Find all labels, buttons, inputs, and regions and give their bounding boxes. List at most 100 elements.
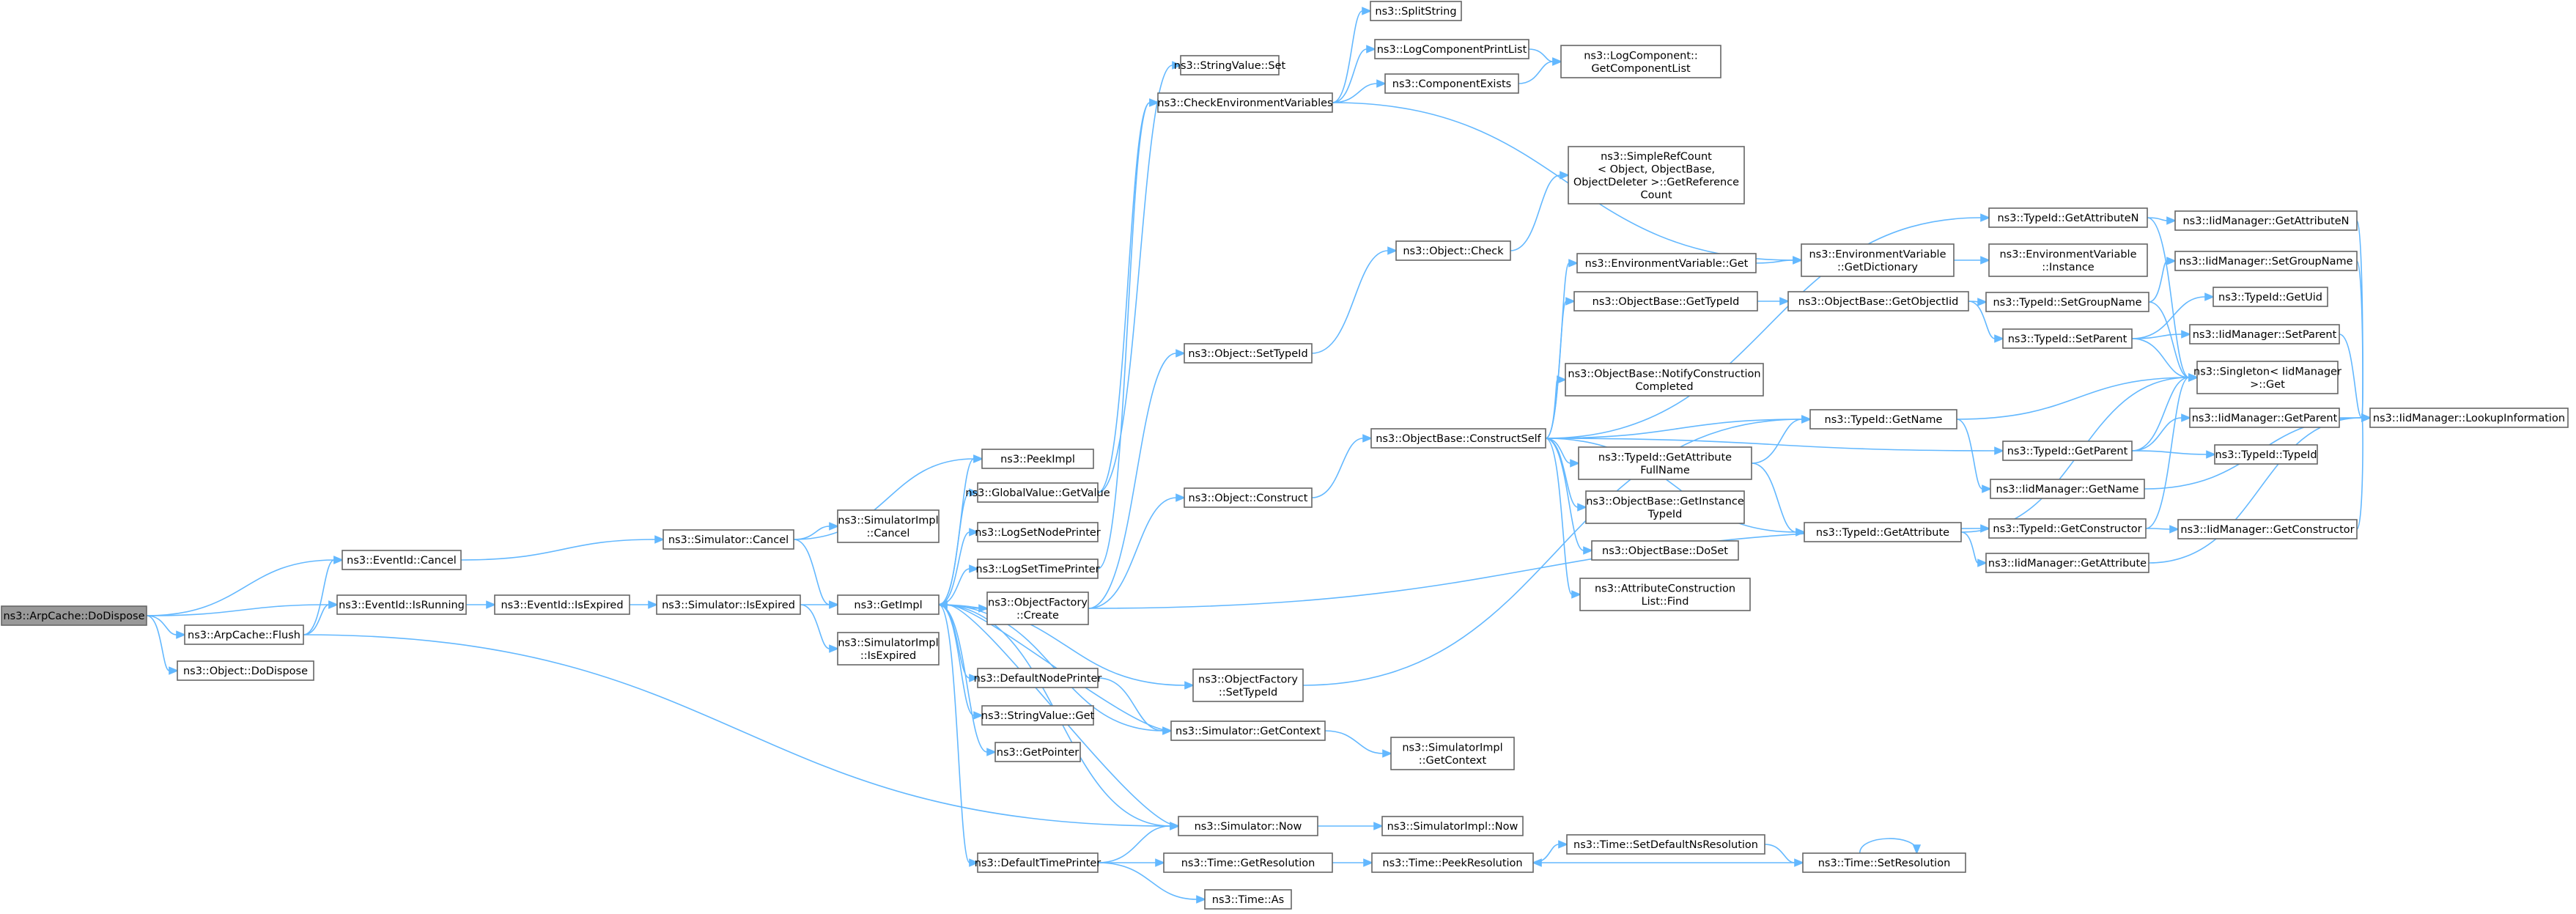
node-singleton-get[interactable]: ns3::Singleton< IidManager>::Get: [2193, 361, 2341, 394]
node-simimpl-cancel[interactable]: ns3::SimulatorImpl::Cancel: [837, 509, 940, 543]
node-simplerefcount[interactable]: ns3::SimpleRefCount< Object, ObjectBase,…: [1568, 146, 1745, 204]
edge-objectbase-constructself-to-typeid-getparent: [1545, 438, 2005, 455]
node-box: [2213, 287, 2328, 307]
edge-line: [938, 604, 970, 863]
node-typeid-getname[interactable]: ns3::TypeId::GetName: [1809, 409, 1957, 430]
node-typeid-getparent[interactable]: ns3::TypeId::GetParent: [2002, 441, 2133, 461]
edge-objectbase-constructself-to-typeid-getattributen: [1545, 213, 1991, 439]
node-typeid-setgroupname[interactable]: ns3::TypeId::SetGroupName: [1985, 292, 2149, 312]
node-iid-getname[interactable]: ns3::IidManager::GetName: [1990, 479, 2145, 499]
node-time-as[interactable]: ns3::Time::As: [1204, 889, 1292, 910]
node-objectfactory-settypeid[interactable]: ns3::ObjectFactory::SetTypeId: [1192, 668, 1304, 702]
node-box: [2196, 361, 2339, 394]
node-box: [1809, 409, 1957, 430]
node-object-construct[interactable]: ns3::Object::Construct: [1184, 487, 1313, 508]
node-logsetnodeprinter[interactable]: ns3::LogSetNodePrinter: [975, 522, 1101, 542]
node-objectbase-notifyconstruction[interactable]: ns3::ObjectBase::NotifyConstructionCompl…: [1565, 363, 1764, 397]
node-iid-setgroupname[interactable]: ns3::IidManager::SetGroupName: [2174, 251, 2358, 271]
node-envvar-instance[interactable]: ns3::EnvironmentVariable::Instance: [1988, 243, 2148, 277]
node-label: ns3::LogSetNodePrinter: [975, 527, 1101, 539]
node-getpointer[interactable]: ns3::GetPointer: [994, 742, 1081, 762]
edge-arrowhead: [1994, 334, 2005, 343]
node-iid-getconstructor[interactable]: ns3::IidManager::GetConstructor: [2177, 519, 2358, 539]
edge-arrowhead: [2166, 216, 2177, 225]
node-object-dodispose[interactable]: ns3::Object::DoDispose: [177, 660, 314, 681]
edge-line: [2145, 528, 2171, 530]
node-typeid-getconstructor[interactable]: ns3::TypeId::GetConstructor: [1988, 518, 2147, 539]
node-logcomponent-getlist[interactable]: ns3::LogComponent::GetComponentList: [1560, 45, 1721, 78]
node-object-check[interactable]: ns3::Object::Check: [1395, 240, 1511, 261]
edge-line: [1755, 259, 1794, 264]
node-label: ns3::Time::PeekResolution: [1382, 858, 1522, 869]
node-box: [2174, 251, 2358, 271]
node-box: [1565, 363, 1764, 397]
node-globalvalue-getvalue[interactable]: ns3::GlobalValue::GetValue: [965, 482, 1110, 503]
node-object-settypeid[interactable]: ns3::Object::SetTypeId: [1184, 343, 1313, 364]
node-label: ns3::Object::Check: [1403, 246, 1504, 257]
node-label: ns3::GetImpl: [854, 600, 922, 611]
node-arp-dodispose[interactable]: ns3::ArpCache::DoDispose: [1, 605, 147, 626]
node-stringvalue-get[interactable]: ns3::StringValue::Get: [981, 705, 1095, 726]
edge-line: [1960, 531, 1979, 564]
edge-line: [1097, 825, 1171, 863]
node-simimpl-isexpired[interactable]: ns3::SimulatorImpl::IsExpired: [837, 632, 940, 666]
node-iid-getattribute[interactable]: ns3::IidManager::GetAttribute: [1985, 553, 2149, 573]
node-iid-setparent[interactable]: ns3::IidManager::SetParent: [2189, 324, 2340, 344]
edge-typeid-setparent-to-iid-setparent: [2131, 330, 2192, 339]
node-eventid-isexpired[interactable]: ns3::EventId::IsExpired: [494, 594, 630, 615]
node-checkenvvars[interactable]: ns3::CheckEnvironmentVariables: [1157, 92, 1333, 113]
node-simimpl-now[interactable]: ns3::SimulatorImpl::Now: [1381, 816, 1524, 836]
node-typeid-getattributen[interactable]: ns3::TypeId::GetAttributeN: [1988, 207, 2148, 228]
node-objectbase-doset[interactable]: ns3::ObjectBase::DoSet: [1591, 540, 1739, 561]
node-objectbase-getobjectiid[interactable]: ns3::ObjectBase::GetObjectIid: [1787, 291, 1969, 312]
node-time-setdefaultnsresolution[interactable]: ns3::Time::SetDefaultNsResolution: [1566, 834, 1765, 855]
node-logcomponentprintlist[interactable]: ns3::LogComponentPrintList: [1374, 39, 1529, 59]
node-eventid-isrunning[interactable]: ns3::EventId::IsRunning: [336, 594, 467, 615]
node-stringvalue-set[interactable]: ns3::StringValue::Set: [1174, 55, 1286, 75]
node-box: [494, 594, 630, 615]
node-peekimpl[interactable]: ns3::PeekImpl: [981, 449, 1094, 469]
edge-typeid-getname-to-iid-getname: [1956, 419, 1993, 493]
node-iid-getattributen[interactable]: ns3::IidManager::GetAttributeN: [2174, 210, 2358, 231]
node-objectbase-gettypeid[interactable]: ns3::ObjectBase::GetTypeId: [1573, 291, 1758, 312]
node-time-getresolution[interactable]: ns3::Time::GetResolution: [1163, 852, 1333, 873]
node-objectbase-constructself[interactable]: ns3::ObjectBase::ConstructSelf: [1370, 428, 1546, 449]
node-box: [1192, 668, 1304, 702]
node-label: ns3::LogComponent::: [1584, 50, 1698, 62]
node-box: [977, 559, 1099, 579]
node-typeid-getuid[interactable]: ns3::TypeId::GetUid: [2213, 287, 2328, 307]
node-componentexists[interactable]: ns3::ComponentExists: [1384, 73, 1519, 94]
node-typeid-typeid[interactable]: ns3::TypeId::TypeId: [2214, 444, 2318, 465]
node-typeid-setparent[interactable]: ns3::TypeId::SetParent: [2002, 328, 2133, 349]
node-box: [1170, 720, 1326, 741]
edge-arrowhead: [1184, 681, 1195, 690]
node-logsettimeprinter[interactable]: ns3::LogSetTimePrinter: [975, 559, 1100, 579]
node-sim-cancel[interactable]: ns3::Simulator::Cancel: [663, 529, 794, 550]
edge-arp-dodispose-to-object-dodispose: [146, 615, 180, 675]
node-envvar-getdictionary[interactable]: ns3::EnvironmentVariable::GetDictionary: [1801, 243, 1955, 277]
node-defaulttimeprinter[interactable]: ns3::DefaultTimePrinter: [975, 852, 1101, 873]
node-simimpl-getcontext[interactable]: ns3::SimulatorImpl::GetContext: [1390, 737, 1515, 770]
node-splitstring[interactable]: ns3::SplitString: [1370, 1, 1462, 21]
node-label: ns3::Simulator::Cancel: [668, 534, 789, 546]
node-sim-getcontext[interactable]: ns3::Simulator::GetContext: [1170, 720, 1326, 741]
node-label: ::SetTypeId: [1219, 687, 1277, 699]
node-sim-now[interactable]: ns3::Simulator::Now: [1178, 816, 1318, 836]
node-time-peekresolution[interactable]: ns3::Time::PeekResolution: [1371, 852, 1534, 873]
node-defaultnodeprinter[interactable]: ns3::DefaultNodePrinter: [974, 668, 1102, 688]
node-typeid-getattribute[interactable]: ns3::TypeId::GetAttribute: [1804, 522, 1962, 542]
node-getimpl[interactable]: ns3::GetImpl: [837, 594, 940, 615]
node-sim-isexpired[interactable]: ns3::Simulator::IsExpired: [656, 594, 801, 615]
node-label: ns3::TypeId::GetAttribute: [1816, 527, 1949, 539]
node-box: [977, 482, 1099, 503]
node-envvar-get[interactable]: ns3::EnvironmentVariable::Get: [1576, 253, 1757, 273]
node-objectfactory-create[interactable]: ns3::ObjectFactory::Create: [986, 591, 1089, 625]
node-iid-getparent[interactable]: ns3::IidManager::GetParent: [2189, 408, 2340, 428]
node-eventid-cancel[interactable]: ns3::EventId::Cancel: [342, 550, 462, 570]
node-arp-flush[interactable]: ns3::ArpCache::Flush: [184, 624, 304, 645]
node-time-setresolution[interactable]: ns3::Time::SetResolution: [1802, 852, 1966, 873]
node-iid-lookupinformation[interactable]: ns3::IidManager::LookupInformation: [2369, 408, 2569, 428]
